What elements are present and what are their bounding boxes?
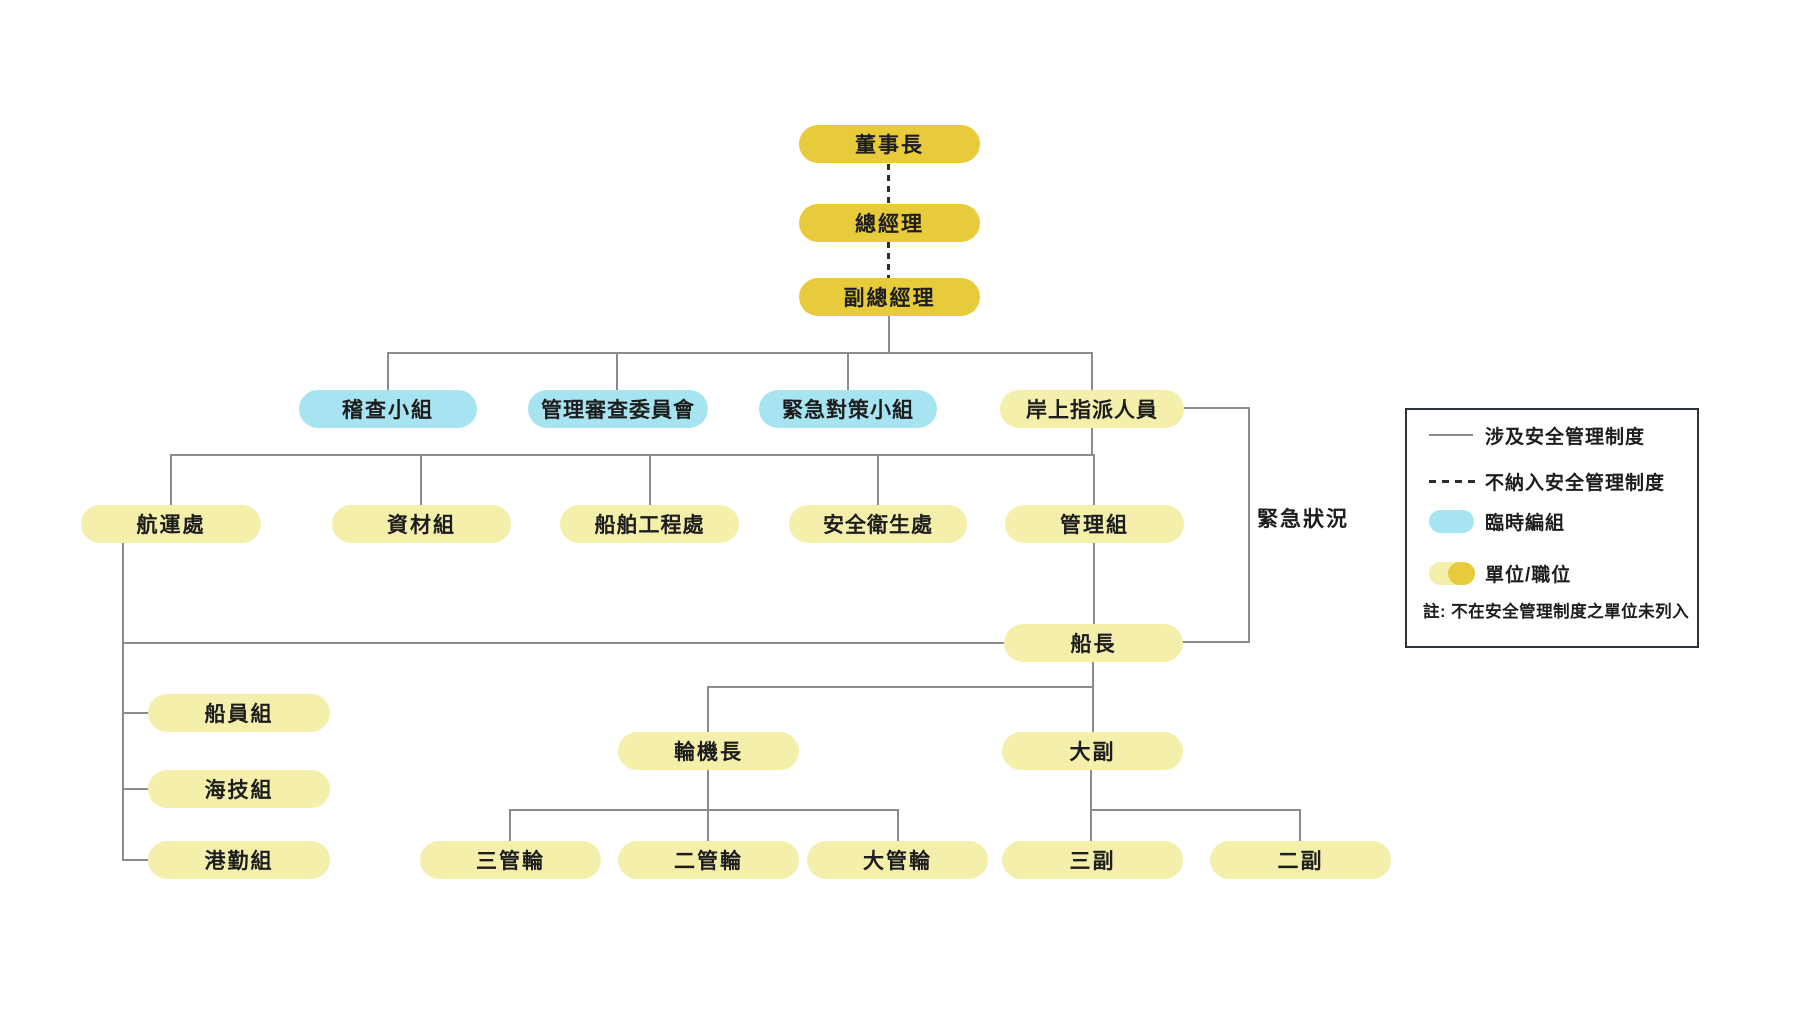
connector	[420, 454, 422, 505]
connector	[509, 809, 899, 811]
connector	[897, 809, 899, 841]
connector	[707, 686, 1094, 688]
connector	[877, 454, 879, 505]
legend-label-dashed: 不納入安全管理制度	[1485, 472, 1666, 494]
connector	[616, 352, 618, 390]
legend-box: 涉及安全管理制度 不納入安全管理制度 臨時編組 單位/職位 註: 不在安全管理制…	[1405, 408, 1699, 648]
connector	[1091, 428, 1093, 456]
node-crew-team: 船員組	[148, 694, 330, 732]
node-audit-team: 稽查小組	[299, 390, 477, 428]
legend-row-temp-group: 臨時編組	[1429, 509, 1566, 534]
legend-row-solid-line: 涉及安全管理制度	[1429, 423, 1646, 448]
node-first-engineer: 大管輪	[807, 841, 988, 879]
node-port-service-team: 港勤組	[148, 841, 330, 879]
emergency-connector	[1183, 641, 1250, 643]
connector	[1299, 809, 1301, 841]
node-general-manager: 總經理	[799, 204, 980, 242]
connector	[847, 352, 849, 390]
connector	[1091, 352, 1093, 390]
connector	[1090, 809, 1301, 811]
node-shipping-dept: 航運處	[81, 505, 261, 543]
connector	[888, 316, 890, 354]
node-captain: 船長	[1004, 624, 1183, 662]
emergency-connector	[1184, 407, 1250, 409]
connector	[122, 859, 149, 861]
node-third-engineer: 三管輪	[420, 841, 601, 879]
dashed-connector-gm-dgm	[887, 242, 890, 278]
node-materials-team: 資材組	[332, 505, 511, 543]
legend-note: 註: 不在安全管理制度之單位未列入	[1423, 603, 1690, 621]
connector	[1093, 454, 1095, 505]
node-safety-health-dept: 安全衛生處	[789, 505, 967, 543]
duo-pill-sample	[1429, 561, 1475, 585]
connector	[509, 809, 511, 841]
node-second-engineer: 二管輪	[618, 841, 799, 879]
connector	[122, 543, 124, 861]
connector	[122, 712, 149, 714]
connector	[1093, 543, 1095, 624]
dashed-connector-chairman-gm	[887, 164, 890, 204]
node-emergency-response-team: 緊急對策小組	[759, 390, 937, 428]
connector	[122, 642, 1004, 644]
legend-row-dashed-line: 不納入安全管理制度	[1429, 469, 1666, 494]
connector	[1090, 770, 1092, 841]
blue-pill-sample	[1429, 509, 1475, 533]
emergency-status-label: 緊急狀況	[1257, 508, 1349, 531]
connector	[122, 788, 149, 790]
legend-row-unit-position: 單位/職位	[1429, 561, 1572, 586]
node-shore-designated-person: 岸上指派人員	[1000, 390, 1184, 428]
node-deputy-general-manager: 副總經理	[799, 278, 980, 316]
connector	[387, 352, 1093, 354]
node-marine-tech-team: 海技組	[148, 770, 330, 808]
connector	[170, 454, 1093, 456]
node-ship-engineering-dept: 船舶工程處	[560, 505, 739, 543]
node-chairman: 董事長	[799, 125, 980, 163]
legend-label-solid: 涉及安全管理制度	[1485, 426, 1646, 448]
node-admin-team: 管理組	[1005, 505, 1184, 543]
node-chief-engineer: 輪機長	[618, 732, 799, 770]
node-management-review-committee: 管理審查委員會	[528, 390, 708, 428]
node-chief-mate: 大副	[1002, 732, 1183, 770]
legend-label-unit-position: 單位/職位	[1485, 564, 1572, 586]
legend-label-temp-group: 臨時編組	[1485, 512, 1566, 534]
node-third-mate: 三副	[1002, 841, 1183, 879]
connector	[707, 686, 709, 732]
connector	[1092, 662, 1094, 732]
connector	[649, 454, 651, 505]
emergency-connector	[1248, 407, 1250, 643]
solid-line-sample	[1429, 434, 1475, 436]
dashed-line-sample	[1429, 479, 1475, 483]
connector	[170, 454, 172, 505]
node-second-mate: 二副	[1210, 841, 1391, 879]
connector	[387, 352, 389, 390]
connector	[707, 770, 709, 841]
